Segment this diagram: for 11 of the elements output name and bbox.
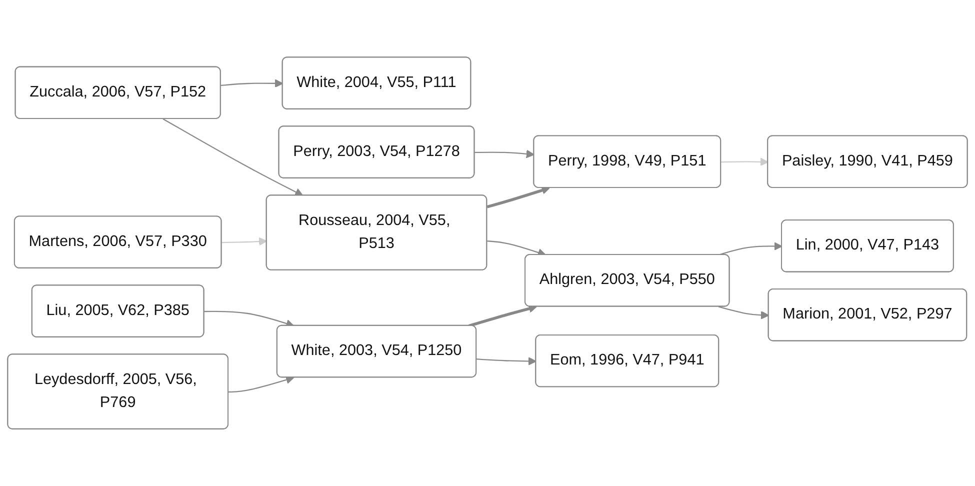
arrow <box>474 150 535 158</box>
arrow <box>721 158 768 166</box>
arrow <box>476 356 536 366</box>
arrow <box>220 79 284 88</box>
arrow <box>486 186 550 208</box>
arrow <box>718 306 770 320</box>
arrow <box>228 376 294 393</box>
arrow <box>222 237 268 246</box>
arrow <box>718 242 782 256</box>
arrow <box>162 118 304 196</box>
arrow <box>468 304 537 328</box>
